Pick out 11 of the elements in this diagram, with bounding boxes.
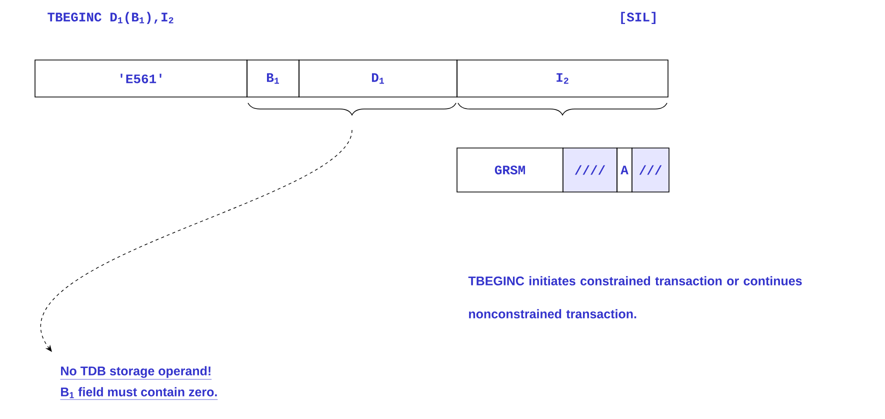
field-box: 'E561'	[34, 60, 248, 98]
format-label: [SIL]	[621, 12, 656, 24]
instruction-title: TBEGINC D$_{1}$(B$_{1}$),I$_{2}$	[48, 12, 174, 24]
field-box: I$_{2}$	[456, 60, 668, 98]
arrow	[40, 130, 352, 352]
note-text: No TDB storage operand! B$_{1}$ field must contain zero.	[60, 366, 218, 400]
field-box: ///	[632, 148, 670, 192]
field-box: B$_{1}$	[246, 60, 300, 98]
note-text: TBEGINC initiates constrained transaction or continues nonconstrained transaction.	[468, 276, 802, 318]
field-box: ////	[562, 148, 618, 192]
field-box: D$_{1}$	[298, 60, 458, 98]
